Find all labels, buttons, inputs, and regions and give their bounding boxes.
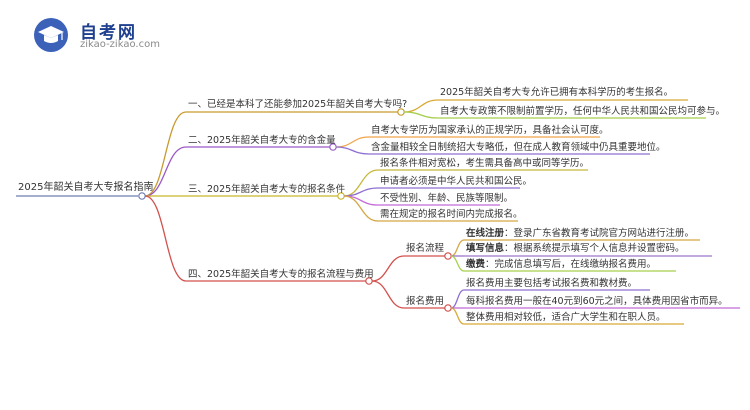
b2-to-leaf-2 [335,146,370,155]
branch-2-leaf-1: 自考大专学历为国家承认的正规学历，具备社会认可度。 [371,125,609,136]
branch-3-leaf-1: 报名条件相对宽松，考生需具备高中或同等学历。 [380,158,590,169]
process-leaf-2: 填写信息：根据系统提示填写个人信息并设置密码。 [466,243,685,255]
b1-to-leaf-2 [403,111,439,119]
root-to-branch-2 [144,146,187,197]
b4-to-process [371,255,405,282]
b4-to-fee [371,280,405,309]
branch-1-leaf-2: 自考大专政策不限制前置学历，任何中华人民共和国公民均可参与。 [440,106,726,117]
graduation-cap-icon [34,18,68,52]
process-leaf-3: 缴费：完成信息填写后，在线缴纳报名费用。 [466,259,656,271]
process-leaf-1-key: 在线注册 [466,228,505,239]
fee-to-leaf-3 [450,307,465,325]
branch-2-leaf-2: 含金量相较全日制统招大专略低，但在成人教育领域中仍具重要地位。 [371,142,666,153]
logo-title: 自考网 [80,23,137,43]
branch-3-label: 三、2025年韶关自考大专的报名条件 [188,184,346,195]
process-leaf-1: 在线注册：登录广东省教育考试院官方网站进行注册。 [466,228,694,240]
b1-to-leaf-1 [403,99,439,113]
branch-3-leaf-2: 申请者必须是中华人民共和国公民。 [380,176,533,187]
branch-1-label: 一、已经是本科了还能参加2025年韶关自考大专吗? [188,99,408,110]
process-leaf-2-key: 填写信息 [466,243,505,254]
fee-leaf-3: 整体费用相对较低，适合广大学生和在职人员。 [466,312,666,323]
fee-leaf-2: 每科报名费用一般在40元到60元之间，具体费用因省市而异。 [466,296,728,307]
process-to-leaf-1 [450,239,465,257]
fee-dot [444,304,452,312]
process-to-leaf-3 [450,255,465,272]
branch-1-leaf-1: 2025年韶关自考大专允许已拥有本科学历的考生报名。 [440,87,674,98]
process-dot [444,252,452,260]
branch-4-label: 四、2025年韶关自考大专的报名流程与费用 [188,269,374,280]
branch-3-leaf-3: 不受性别、年龄、民族等限制。 [380,193,514,204]
root-node: 2025年韶关自考大专报名指南 [18,182,154,193]
process-leaf-3-key: 缴费 [466,259,486,270]
logo-url: zikao-zikao.com [80,39,160,50]
root-to-branch-1 [144,111,187,197]
process-leaf-1-text: ：登录广东省教育考试院官方网站进行注册。 [504,228,695,239]
branch-2-label: 二、2025年韶关自考大专的含金量 [188,135,336,146]
fee-leaf-1: 报名费用主要包括考试报名费和教材费。 [466,278,638,289]
b3-to-leaf-4 [343,195,379,222]
process-leaf-3-text: ：完成信息填写后，在线缴纳报名费用。 [485,259,657,270]
sub-registration-fee: 报名费用 [406,296,445,307]
fee-to-leaf-1 [450,289,465,309]
b2-to-leaf-1 [335,136,370,148]
sub-registration-process: 报名流程 [406,243,445,254]
process-leaf-2-text: ：根据系统提示填写个人信息并设置密码。 [504,243,685,254]
root-to-branch-4 [144,195,187,282]
branch-3-leaf-4: 需在规定的报名时间内完成报名。 [380,209,523,220]
